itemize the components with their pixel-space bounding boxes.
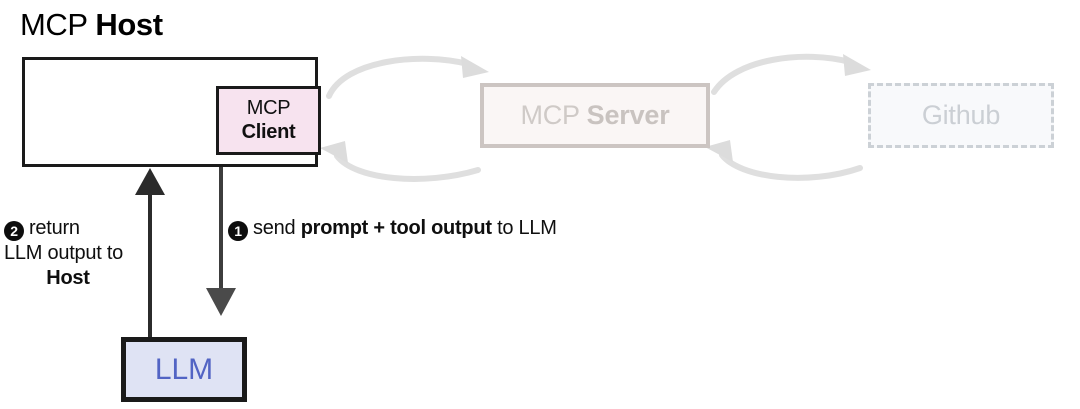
arrow-client-to-server-icon xyxy=(326,55,489,99)
github-box[interactable]: Github xyxy=(868,83,1054,148)
github-label: Github xyxy=(921,100,1001,130)
mcp-server-label: MCP Server xyxy=(520,100,669,131)
page-title-bold: Host xyxy=(95,7,163,42)
step-2-line-1-text: return xyxy=(29,217,80,239)
step-1-number-badge: 1 xyxy=(228,221,248,241)
arrow-server-to-client-icon xyxy=(320,141,481,182)
step-1-text-part-2: prompt + tool output xyxy=(300,217,492,239)
mcp-client-box[interactable]: MCP Client xyxy=(216,86,321,155)
arrow-server-to-github-icon xyxy=(711,53,871,95)
mcp-server-label-regular: MCP xyxy=(520,100,587,130)
arrow-github-to-server-icon xyxy=(705,140,863,181)
step-2-number-badge: 2 xyxy=(4,221,24,241)
mcp-client-label-line1: MCP xyxy=(246,97,291,119)
mcp-server-label-bold: Server xyxy=(586,100,670,130)
llm-box[interactable]: LLM xyxy=(121,337,247,402)
step-1-text-part-1: send xyxy=(253,217,301,239)
llm-label: LLM xyxy=(154,352,214,386)
step-2-line-2: LLM output to xyxy=(4,242,124,264)
page-title: MCP Host xyxy=(20,6,163,44)
mcp-client-label-line2: Client xyxy=(241,121,296,143)
page-title-regular: MCP xyxy=(20,7,96,42)
step-1-text-part-3: to LLM xyxy=(491,217,557,239)
step-2-line-3: Host xyxy=(46,267,90,289)
mcp-server-box[interactable]: MCP Server xyxy=(480,83,710,148)
